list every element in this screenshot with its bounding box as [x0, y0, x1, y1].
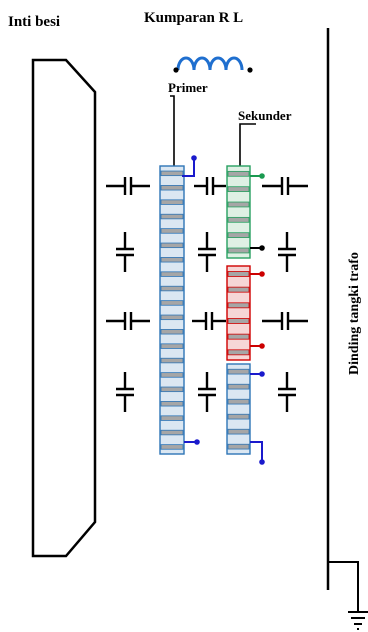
capacitor-icon: [278, 372, 296, 412]
primary-turn: [160, 300, 184, 306]
secondary-bottom-turn: [227, 413, 250, 420]
terminal-dot-icon: [259, 271, 265, 277]
secondary-top-turn: [227, 247, 250, 254]
capacitor-icon: [262, 177, 308, 195]
primary-turn: [160, 199, 184, 205]
capacitor-icon: [116, 232, 134, 272]
capacitor-icon: [278, 232, 296, 272]
terminal-dot-icon: [173, 67, 179, 73]
coil-label: Kumparan R L: [144, 10, 243, 26]
capacitor-icon: [116, 372, 134, 412]
secondary-bottom-turn: [227, 368, 250, 375]
secondary-mid-turn: [227, 349, 250, 356]
primary-turn: [160, 343, 184, 349]
secondary-label: Sekunder: [238, 108, 292, 123]
primary-turn: [160, 271, 184, 277]
primary-turn: [160, 372, 184, 378]
primary-turn: [160, 228, 184, 234]
secondary-bottom-turn: [227, 383, 250, 390]
secondary-winding-top: [226, 165, 251, 259]
primary-label: Primer: [168, 80, 208, 95]
primary-turn: [160, 213, 184, 220]
terminal-dot-icon: [259, 459, 265, 465]
core-label: Inti besi: [8, 14, 60, 30]
terminal-dot-icon: [247, 67, 253, 73]
lead-wire: [182, 160, 195, 177]
secondary-mid-turn: [227, 333, 250, 340]
secondary-top-turn: [227, 232, 250, 239]
terminal-dot-icon: [259, 245, 265, 251]
secondary-bottom-body: [226, 363, 251, 455]
tank-wall-label: Dinding tangki trafo: [347, 252, 362, 375]
primary-turn: [160, 401, 184, 407]
ground-icon: [348, 611, 368, 630]
primary-turn: [160, 329, 184, 335]
secondary-winding-middle: [226, 265, 251, 361]
primary-turn: [160, 386, 184, 393]
secondary-top-turn: [227, 170, 250, 177]
capacitor-icon: [194, 177, 226, 195]
secondary-top-turn: [227, 216, 250, 223]
capacitor-icon: [262, 312, 308, 330]
secondary-winding-bottom: [226, 363, 251, 455]
primary-turn: [160, 444, 184, 450]
secondary-mid-turn: [227, 318, 250, 324]
primary-winding: [159, 165, 185, 455]
primary-turn: [160, 170, 184, 177]
secondary-top-turn: [227, 186, 250, 193]
stray-capacitances: [106, 177, 308, 412]
terminal-dot-icon: [194, 439, 200, 445]
primary-turn: [160, 185, 184, 191]
secondary-top-body: [226, 165, 251, 259]
secondary-mid-turn: [227, 271, 250, 277]
capacitor-icon: [106, 177, 150, 195]
secondary-mid-turn: [227, 302, 250, 309]
terminal-dot-icon: [191, 155, 197, 161]
iron-core: [31, 58, 97, 558]
primary-turn: [160, 357, 184, 364]
capacitor-icon: [198, 372, 216, 412]
capacitor-icon: [106, 312, 150, 330]
primary-body: [159, 165, 185, 455]
primary-turn: [160, 429, 184, 436]
inductor-coil-icon: [173, 56, 253, 73]
secondary-top-turn: [227, 201, 250, 208]
secondary-bottom-turn: [227, 398, 250, 405]
ground-lead: [328, 561, 359, 612]
primary-turn: [160, 242, 184, 249]
secondary-bottom-turn: [227, 443, 250, 450]
secondary-bottom-turn: [227, 428, 250, 435]
lead-wire: [250, 441, 263, 460]
primary-turn: [160, 314, 184, 321]
capacitor-icon: [198, 232, 216, 272]
primary-turn: [160, 257, 184, 263]
winding-leads: [182, 155, 265, 465]
capacitor-icon: [192, 312, 226, 330]
primary-turn: [160, 285, 184, 292]
terminal-dot-icon: [259, 173, 265, 179]
secondary-mid-turn: [227, 286, 250, 293]
secondary-mid-body: [226, 265, 251, 361]
terminal-dot-icon: [259, 371, 265, 377]
primary-turn: [160, 415, 184, 421]
terminal-dot-icon: [259, 343, 265, 349]
